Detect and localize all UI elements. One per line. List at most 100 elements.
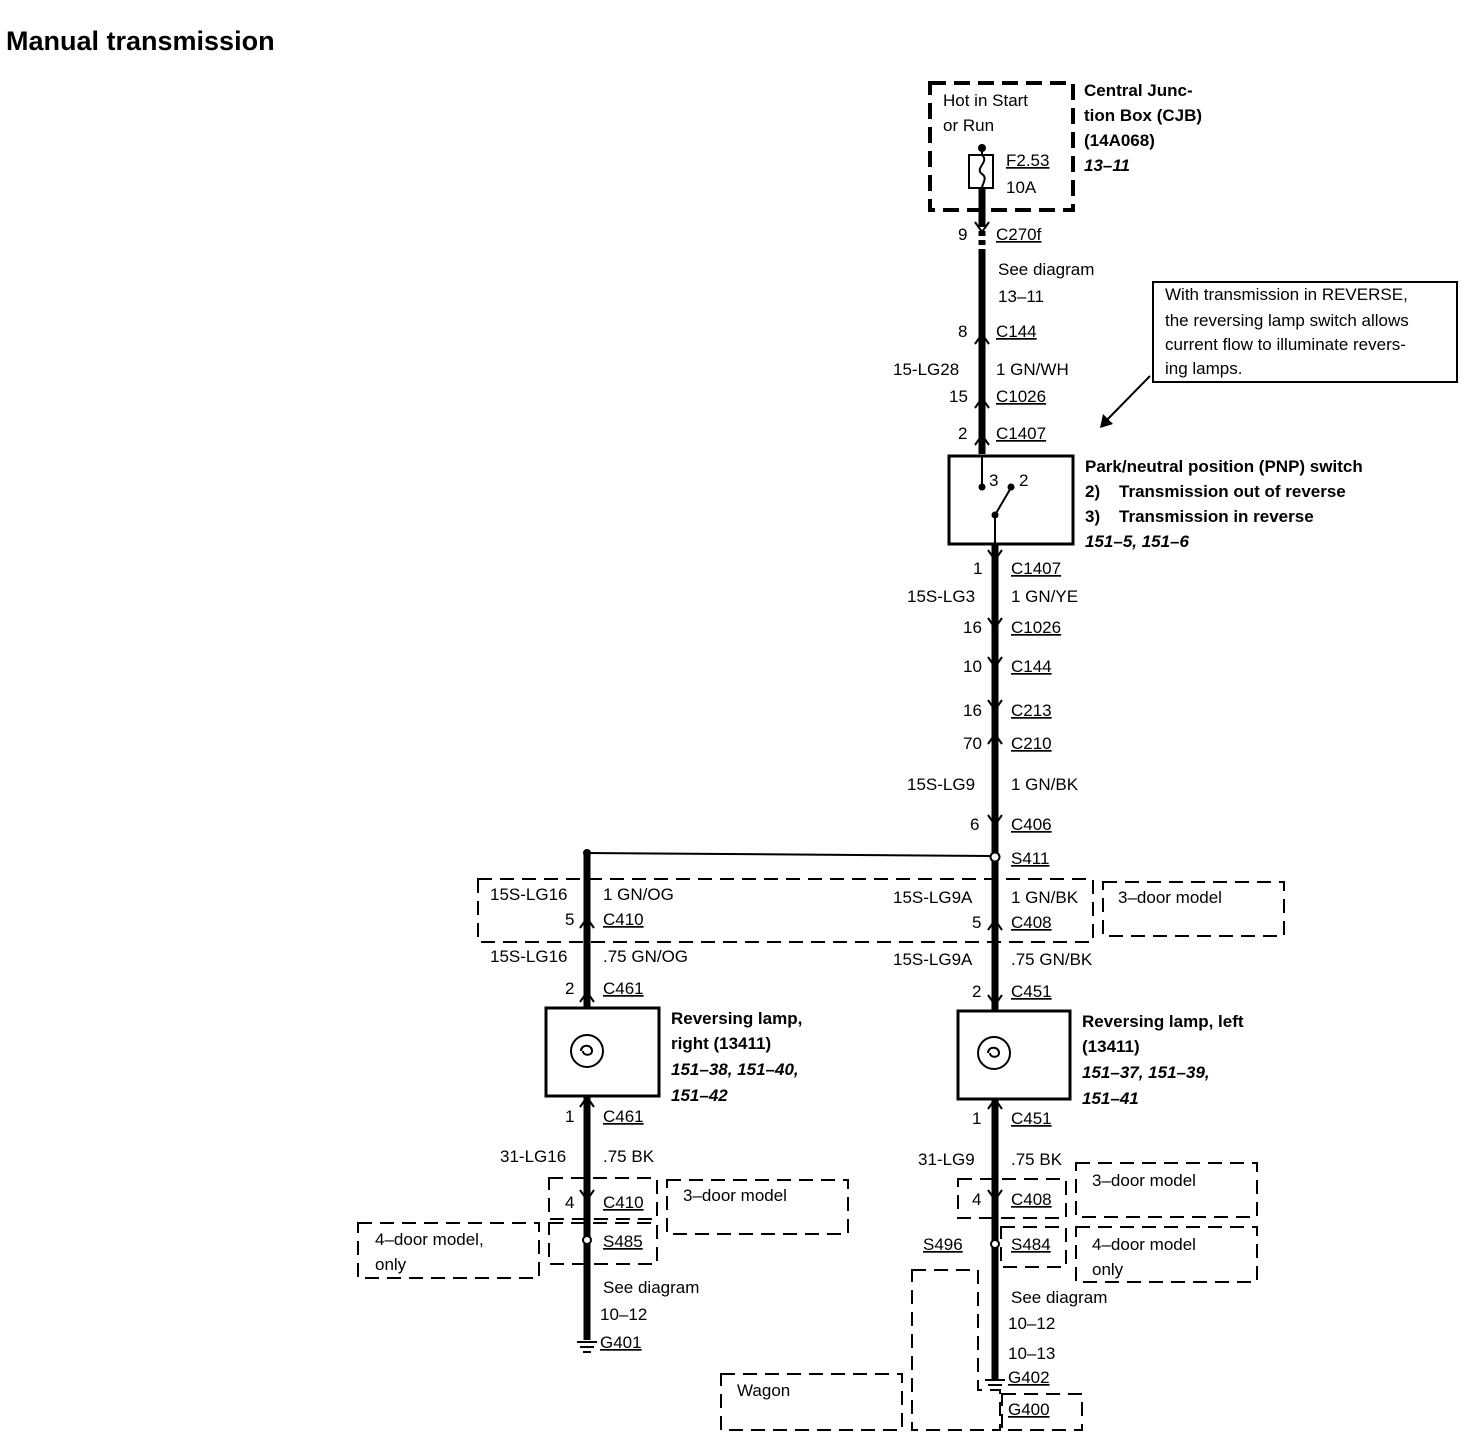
cjb-box-line2: or Run [943,116,994,135]
connector-c410b: C410 [603,1193,644,1212]
connector-c410: C410 [603,910,644,929]
connector-c1026-upper: C1026 [996,387,1046,406]
connector-arrow-icon [579,990,595,1003]
three-door-region-left [957,1178,1067,1219]
three-door-label-box-upper [1102,881,1285,937]
reversing-lamp-left[interactable] [956,1009,1072,1101]
wagon-label: Wagon [737,1381,790,1400]
lamp-right-name1: Reversing lamp, [671,1009,802,1028]
connector-arrow-icon [987,699,1003,712]
connector-c408b: C408 [1011,1190,1052,1209]
bulb-icon [570,1034,604,1068]
connector-arrow-icon [987,994,1003,1007]
see-diagram-label: See diagram [998,260,1094,279]
wire-left-75-gn-bk: .75 GN/BK [1011,950,1093,969]
three-door-region-upper [477,878,1094,943]
three-door-label-box-left [1075,1162,1258,1218]
connector-c408: C408 [1011,913,1052,932]
wire-right-75-bk: .75 BK [603,1147,655,1166]
wire-1-gn-ye: 1 GN/YE [1011,587,1078,606]
four-door-region-left [1000,1226,1067,1268]
connector-c1026-lower: C1026 [1011,618,1061,637]
four-door-label-box-left [1075,1226,1258,1283]
note-line4: ing lamps. [1165,359,1242,378]
wire-left-75-bk: .75 BK [1011,1150,1063,1169]
fuse-icon [968,144,994,189]
splice-s411: S411 [1011,849,1049,868]
connector-c144-upper: C144 [996,322,1037,341]
pin-c410b: 4 [565,1193,574,1212]
pnp-switch-box [947,454,1075,546]
bulb-icon [977,1036,1011,1070]
main-wire-lower [987,544,1003,1010]
central-junction-box[interactable]: Hot in Start or Run F2.53 10A Central Ju… [928,81,1202,212]
three-door-label-right: 3–door model [683,1186,787,1205]
lamp-left-name1: Reversing lamp, left [1082,1012,1244,1031]
pin-c1407-upper: 2 [958,424,967,443]
connector-c461: C461 [603,979,644,998]
see-diagram-ref: 13–11 [998,287,1044,306]
see-diagram-left-ref2: 10–13 [1008,1344,1055,1363]
connector-arrow-icon [974,396,990,409]
ground-icon [985,1379,1005,1391]
circuit-31-lg9: 31-LG9 [918,1150,975,1169]
ground-g401: G401 [600,1333,642,1352]
circuit-15-lg28: 15-LG28 [893,360,959,379]
main-wire-upper [974,188,990,454]
lamp-left-box [956,1009,1072,1101]
pin-c461b: 1 [565,1107,574,1126]
note-line2: the reversing lamp switch allows [1165,311,1409,330]
reverse-note-callout [1100,281,1458,428]
pin-c451b: 1 [972,1109,981,1128]
connector-c451: C451 [1011,982,1052,1001]
circuit-15s-lg9a-1: 15S-LG9A [893,888,973,907]
pin-c1026-lower: 16 [963,618,982,637]
lamp-right-ref1: 151–38, 151–40, [671,1060,799,1079]
pin-c408: 5 [972,913,981,932]
cjb-name-line1: Central Junc- [1084,81,1193,100]
pin-c144-lower: 10 [963,657,982,676]
lamp-right-ref2: 151–42 [671,1086,728,1105]
connector-arrow-icon [974,433,990,446]
pin-c210: 70 [963,734,982,753]
four-door-label-left2: only [1092,1260,1124,1279]
page-title: Manual transmission [6,26,275,56]
pin-c213: 16 [963,701,982,720]
three-door-label-box-right [666,1179,849,1235]
wagon-region [911,1269,1001,1431]
circuit-15s-lg9a-2: 15S-LG9A [893,950,973,969]
cjb-box-line1: Hot in Start [943,91,1028,110]
ground-g402: G402 [1008,1368,1050,1387]
wagon-label-box [720,1373,903,1431]
four-door-label-left1: 4–door model [1092,1235,1196,1254]
pnp-switch[interactable] [947,454,1075,546]
connector-arrow-icon [579,916,595,929]
pin-c144-upper: 8 [958,322,967,341]
ground-icon [577,1341,597,1353]
wire-right-1-gn-og: 1 GN/OG [603,885,674,904]
four-door-label-right1: 4–door model, [375,1230,484,1249]
splice-s484: S484 [1011,1235,1051,1254]
connector-arrow-icon [579,1189,595,1202]
circuit-31-lg16: 31-LG16 [500,1147,566,1166]
splice-s484-dot [990,1239,1000,1249]
three-door-region-right [548,1177,658,1220]
arrow-head-icon [1100,414,1113,428]
lamp-right-name2: right (13411) [671,1034,771,1053]
pnp-state-in: 3) Transmission in reverse [1085,507,1314,526]
cjb-part-number: (14A068) [1084,131,1155,150]
pin-c1407-lower: 1 [973,559,982,578]
wire-right-75-gn-og: .75 GN/OG [603,947,688,966]
fuse-id: F2.53 [1006,151,1049,170]
reversing-lamp-right[interactable] [544,1006,661,1098]
see-diagram-right: See diagram [603,1278,699,1297]
pin-c451: 2 [972,982,981,1001]
cjb-name-line2: tion Box (CJB) [1084,106,1202,125]
pnp-pin2: 2 [1019,471,1028,490]
fuse-rating: 10A [1006,178,1037,197]
splice-branch-wire [586,852,991,857]
connector-arrow-icon [974,221,990,234]
connector-c144-lower: C144 [1011,657,1052,676]
pin-c270f: 9 [958,225,967,244]
pnp-reference: 151–5, 151–6 [1085,532,1190,551]
